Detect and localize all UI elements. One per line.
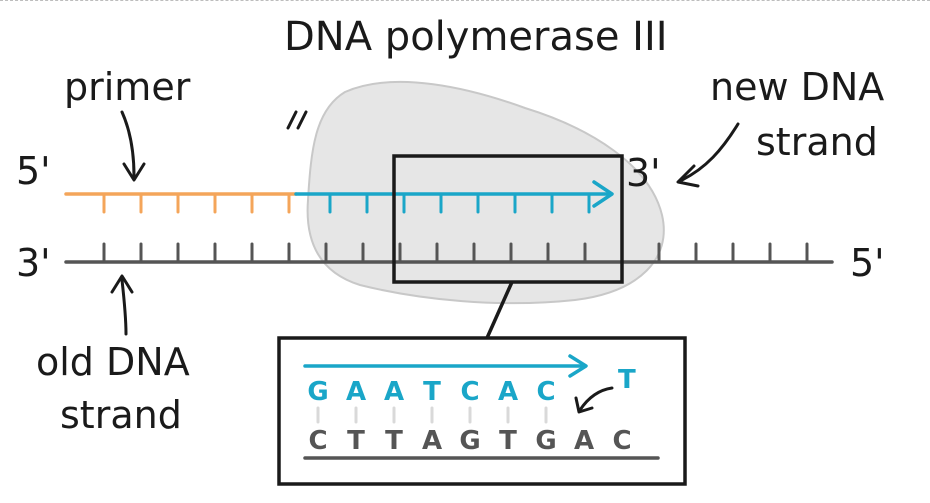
zoom-connector-line	[485, 281, 514, 339]
new-dna-strand	[294, 180, 614, 214]
new-base-letter: C	[536, 377, 555, 407]
inset-new-strand-arrow	[303, 354, 588, 378]
incoming-base-arrowhead	[574, 396, 594, 414]
template-base-letter: G	[535, 426, 556, 456]
primer-arrowhead	[122, 162, 146, 182]
base-pair-lines	[316, 406, 548, 424]
top-divider	[0, 0, 930, 1]
old-strand-arrowhead	[110, 274, 134, 294]
zoom-inset-box	[277, 336, 687, 486]
three-prime-right: 3'	[626, 151, 661, 195]
new-strand-label-line2: strand	[756, 120, 878, 164]
template-base-letter: T	[347, 426, 365, 456]
primer-label: primer	[64, 65, 191, 109]
primer-strand	[64, 192, 298, 214]
template-base-letter: C	[612, 426, 631, 456]
three-prime-left: 3'	[16, 241, 51, 285]
enzyme-motion-mark	[286, 110, 308, 130]
template-base-letter: A	[574, 426, 594, 456]
new-base-letter: C	[460, 377, 479, 407]
five-prime-right: 5'	[850, 241, 885, 285]
old-strand-pointer-arrow	[120, 278, 128, 336]
template-base-letter: T	[385, 426, 403, 456]
template-base-letter: T	[499, 426, 517, 456]
new-base-letter: T	[423, 377, 441, 407]
template-base-letter: C	[308, 426, 327, 456]
template-base-letter: A	[422, 426, 442, 456]
old-strand-label-line1: old DNA	[36, 340, 190, 384]
zoom-region-box	[392, 154, 624, 284]
old-strand-label-line2: strand	[60, 393, 182, 437]
primer-pointer-arrow	[120, 110, 136, 178]
new-strand-arrowhead-pointer	[676, 164, 700, 188]
incoming-base-arrow	[578, 386, 614, 412]
new-strand-arrowhead	[592, 180, 614, 208]
enzyme-title: DNA polymerase III	[284, 14, 668, 60]
template-base-letter: G	[459, 426, 480, 456]
new-base-letter: A	[384, 377, 404, 407]
new-strand-label-line1: new DNA	[710, 65, 884, 109]
five-prime-left: 5'	[16, 149, 51, 193]
incoming-base: T	[618, 365, 636, 395]
new-strand-pointer-arrow	[680, 122, 740, 182]
new-base-letter: A	[498, 377, 518, 407]
old-dna-strand	[64, 242, 834, 264]
new-base-letter: G	[307, 377, 328, 407]
new-base-letter: A	[346, 377, 366, 407]
